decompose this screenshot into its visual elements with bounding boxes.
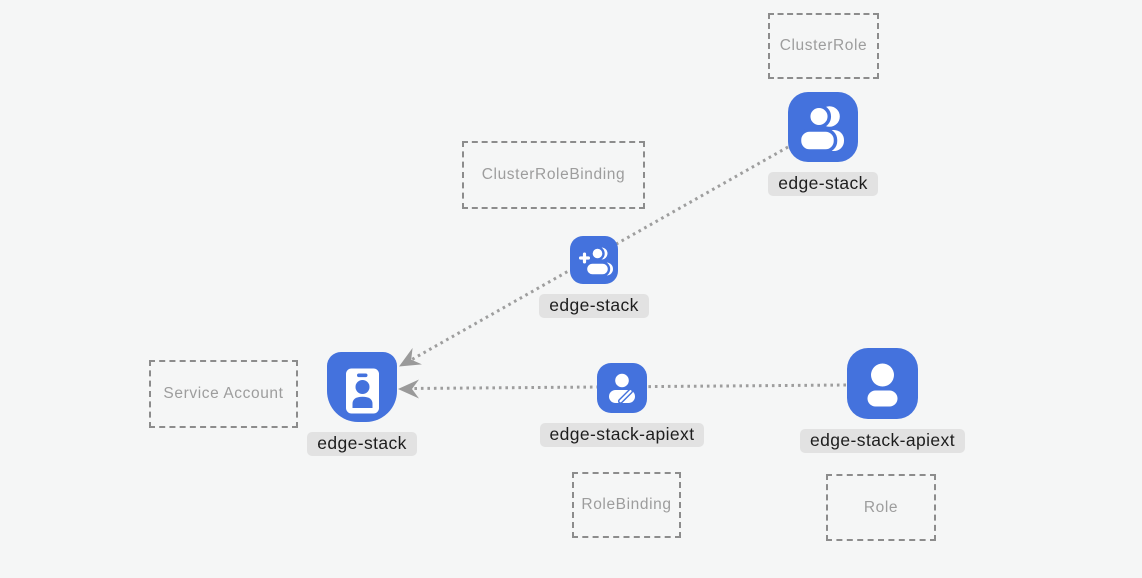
kind-box-serviceaccount: Service Account [149,360,298,428]
node-label: edge-stack [539,294,649,319]
person-icon [847,348,918,419]
node-label: edge-stack [307,432,417,457]
node-clusterrolebinding-edge-stack: edge-stack [539,236,649,319]
kind-box-label: Role [863,498,899,516]
node-label: edge-stack-apiext [800,429,965,454]
badge-icon [327,352,397,422]
kind-box-label: Service Account [163,385,284,402]
node-label: edge-stack-apiext [539,423,705,448]
kind-box-label: RoleBinding [581,496,672,513]
node-role-edge-stack-apiext: edge-stack-apiext [800,348,965,454]
node-label: edge-stack [768,172,878,197]
node-rolebinding-edge-stack-apiext: edge-stack-apiext [539,363,705,448]
person-edit-icon [597,363,647,413]
kind-box-label: ClusterRole [779,37,868,54]
kind-box-label: ClusterRoleBinding [481,166,626,183]
person-add-icon [570,236,618,284]
kind-box-clusterrolebinding: ClusterRoleBinding [462,141,645,209]
node-serviceaccount-edge-stack: edge-stack [307,352,417,457]
kind-box-clusterrole: ClusterRole [768,13,879,79]
kind-box-role: Role [826,474,936,541]
node-clusterrole-edge-stack: edge-stack [768,92,878,197]
arrowhead [399,347,422,367]
people-icon [788,92,858,162]
arrowhead [398,379,419,399]
kind-box-rolebinding: RoleBinding [572,472,681,538]
